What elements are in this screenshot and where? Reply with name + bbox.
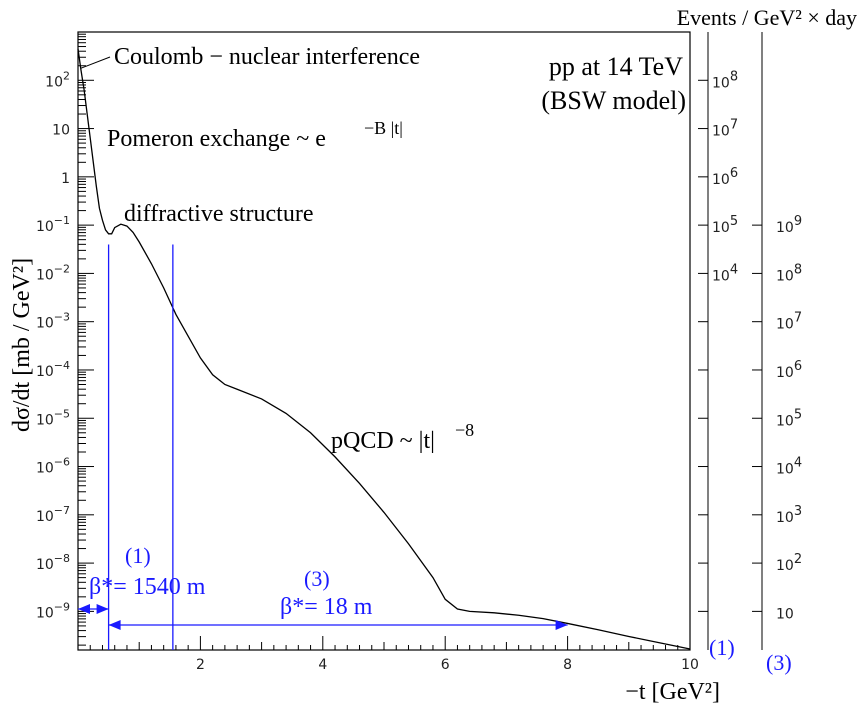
x-tick-label: 6 <box>441 657 450 673</box>
pomeron-exponent: −B |t| <box>364 118 403 138</box>
right-axis-3-tick-label: 106 <box>776 359 802 381</box>
x-tick-label: 2 <box>196 657 205 673</box>
y-tick-label: 10−1 <box>36 214 70 235</box>
right-axis-3-index: (3) <box>766 650 792 675</box>
right-axis-3-tick-label: 104 <box>776 456 802 478</box>
x-tick-label: 8 <box>563 657 572 673</box>
y-tick-label: 10−8 <box>36 552 70 573</box>
beta3-range-arrow-head-right <box>555 620 568 630</box>
beta3-label: β*= 18 m <box>280 594 373 620</box>
beta3-range-arrow-head-left <box>108 620 121 630</box>
x-tick-label: 4 <box>318 657 327 673</box>
right-axis-3-tick-label: 102 <box>776 552 802 574</box>
y-tick-label: 1 <box>61 171 70 187</box>
cross-section-curve <box>77 48 691 650</box>
y-tick-label: 10−3 <box>36 311 70 332</box>
right-axis-3-tick-label: 10 <box>776 606 794 622</box>
x-tick-label: 10 <box>681 657 699 673</box>
plot-area: 2 4 6 8 10 102 10 1 10−1 10−2 10−3 10−4 10−5 10−6 10−7… <box>36 31 802 673</box>
right-axis-1-tick-label: 104 <box>712 262 738 284</box>
right-axis-1-index: (1) <box>709 635 735 660</box>
right-axis-1-tick-label: 105 <box>712 214 738 236</box>
beta1-index: (1) <box>125 543 151 568</box>
right-axis-1-tick-label: 108 <box>712 69 738 91</box>
beta3-index: (3) <box>304 566 330 591</box>
y-tick-label: 10−5 <box>36 407 70 428</box>
x-axis-label: −t [GeV²] <box>625 679 720 705</box>
y-tick-label: 10−6 <box>36 456 70 477</box>
y-tick-label: 10−9 <box>36 600 70 621</box>
pomeron-annotation: Pomeron exchange ~ e <box>107 126 326 152</box>
coulomb-pointer <box>80 56 111 69</box>
pqcd-exponent: −8 <box>455 420 474 440</box>
y-tick-label: 102 <box>45 69 70 90</box>
right-axis-3-tick-label: 108 <box>776 262 802 284</box>
y-tick-label: 10−2 <box>36 262 70 283</box>
coulomb-annotation: Coulomb − nuclear interference <box>114 44 420 70</box>
right-axis-3-tick-label: 107 <box>776 311 802 333</box>
right-axis-1-tick-label: 107 <box>712 118 738 140</box>
right-axis-3-tick-label: 109 <box>776 214 802 236</box>
pp-energy-annotation: pp at 14 TeV <box>549 52 683 81</box>
y-tick-label: 10−4 <box>36 359 70 380</box>
y-tick-label: 10−7 <box>36 504 70 525</box>
right-axis-3-tick-label: 105 <box>776 407 802 429</box>
pqcd-annotation: pQCD ~ |t| <box>331 428 435 454</box>
right-axis-label: Events / GeV² × day <box>677 5 857 30</box>
y-axis-label: dσ/dt [mb / GeV²] <box>9 258 35 432</box>
beta1-range-arrow-head-left <box>78 604 90 614</box>
beta1-label: β*= 1540 m <box>89 574 206 600</box>
model-annotation: (BSW model) <box>541 86 686 115</box>
right-axis-3-tick-label: 103 <box>776 504 802 526</box>
right-axis-1-tick-label: 106 <box>712 166 738 188</box>
beta1-range-arrow-head-right <box>96 604 109 614</box>
diffractive-annotation: diffractive structure <box>124 201 313 227</box>
y-tick-label: 10 <box>52 123 70 139</box>
